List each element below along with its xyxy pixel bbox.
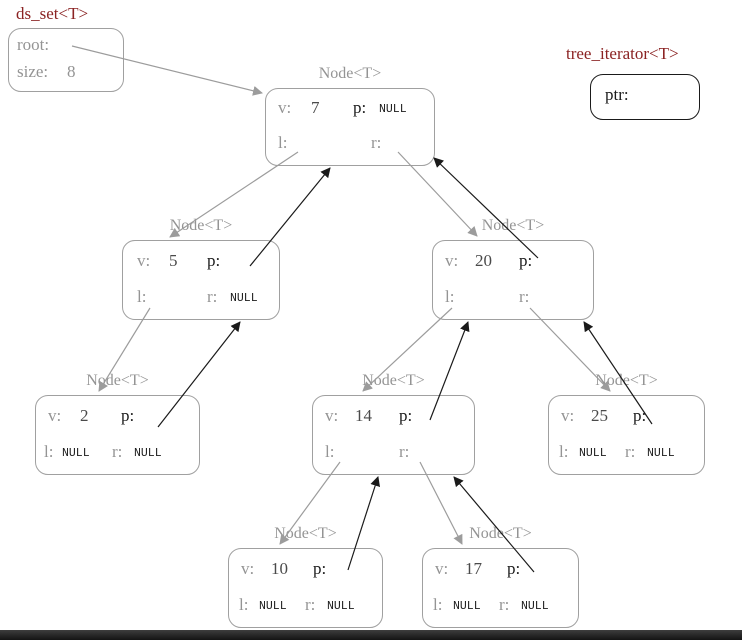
node-2-l-value: NULL [62, 447, 90, 460]
node-5-box: v: 5 p: l: r: NULL [122, 240, 280, 320]
node-17-box: v: 17 p: l: NULL r: NULL [422, 548, 579, 628]
tree-iterator-box: ptr: [590, 74, 700, 120]
node-7-l-label: l: [278, 133, 288, 152]
node-25-box: v: 25 p: l: NULL r: NULL [548, 395, 705, 475]
node-5-l-label: l: [137, 287, 147, 306]
node-20-type-label: Node<T> [481, 217, 545, 234]
node-2-p-label: p: [121, 406, 135, 425]
node-20-p-label: p: [519, 251, 533, 270]
node-14-v-value: 14 [355, 406, 372, 425]
node-5-r-label: r: [207, 287, 218, 306]
node-14-v-label: v: [325, 406, 339, 425]
node-7-box: v: 7 p: NULL l: r: [265, 88, 435, 166]
node-5-v-label: v: [137, 251, 151, 270]
node-25-v-label: v: [561, 406, 575, 425]
node-10-r-label: r: [305, 595, 316, 614]
node-2-box: v: 2 p: l: NULL r: NULL [35, 395, 200, 475]
node-25-r-value: NULL [647, 447, 675, 460]
node-17-l-value: NULL [453, 600, 481, 613]
tree-iterator-title: tree_iterator<T> [566, 44, 679, 63]
node-2: Node<T> v: 2 p: l: NULL r: NULL [35, 369, 200, 475]
node-14-p-label: p: [399, 406, 413, 425]
node-10-type-label: Node<T> [274, 525, 337, 542]
node-10-v-label: v: [241, 559, 255, 578]
node-14-type-label: Node<T> [362, 372, 425, 389]
node-10: Node<T> v: 10 p: l: NULL r: NULL [228, 522, 383, 628]
node-7-r-label: r: [371, 133, 382, 152]
node-2-r-label: r: [112, 442, 123, 461]
node-5-r-value: NULL [230, 292, 258, 305]
root-field-label: root: [17, 35, 50, 54]
size-field-value: 8 [67, 62, 76, 81]
node-20-box: v: 20 p: l: r: [432, 240, 594, 320]
node-7-v-label: v: [278, 98, 292, 117]
node-20-v-value: 20 [475, 251, 492, 270]
node-17-p-label: p: [507, 559, 521, 578]
node-7-type-label: Node<T> [318, 65, 382, 82]
node-7-p-label: p: [353, 98, 367, 117]
node-17-type-label: Node<T> [469, 525, 532, 542]
node-10-r-value: NULL [327, 600, 355, 613]
node-5-p-label: p: [207, 251, 221, 270]
node-20-r-label: r: [519, 287, 530, 306]
node-17-v-label: v: [435, 559, 449, 578]
ds-set-title: ds_set<T> [16, 4, 89, 23]
node-20-l-label: l: [445, 287, 455, 306]
node-14-r-label: r: [399, 442, 410, 461]
node-5-v-value: 5 [169, 251, 178, 270]
node-25-r-label: r: [625, 442, 636, 461]
node-17-r-label: r: [499, 595, 510, 614]
window-bottom-edge [0, 630, 742, 640]
node-17-l-label: l: [433, 595, 443, 614]
node-7: Node<T> v: 7 p: NULL l: r: [265, 62, 435, 166]
node-25: Node<T> v: 25 p: l: NULL r: NULL [548, 369, 705, 475]
node-14-box: v: 14 p: l: r: [312, 395, 475, 475]
node-17-v-value: 17 [465, 559, 482, 578]
node-10-l-label: l: [239, 595, 249, 614]
node-10-v-value: 10 [271, 559, 288, 578]
node-25-p-label: p: [633, 406, 647, 425]
node-14-l-label: l: [325, 442, 335, 461]
node-10-l-value: NULL [259, 600, 287, 613]
node-2-v-label: v: [48, 406, 62, 425]
node-2-type-label: Node<T> [86, 372, 149, 389]
node-20: Node<T> v: 20 p: l: r: [432, 214, 594, 320]
node-20-v-label: v: [445, 251, 459, 270]
node-25-v-value: 25 [591, 406, 608, 425]
node-2-v-value: 2 [80, 406, 89, 425]
node-25-l-label: l: [559, 442, 569, 461]
node-7-v-value: 7 [311, 98, 320, 117]
node-2-r-value: NULL [134, 447, 162, 460]
node-17-r-value: NULL [521, 600, 549, 613]
node-10-p-label: p: [313, 559, 327, 578]
node-25-type-label: Node<T> [595, 372, 658, 389]
size-field-label: size: [17, 62, 49, 81]
node-17: Node<T> v: 17 p: l: NULL r: NULL [422, 522, 579, 628]
ds-set-box: root: size: 8 [8, 28, 124, 92]
node-10-box: v: 10 p: l: NULL r: NULL [228, 548, 383, 628]
node-7-p-value: NULL [379, 103, 407, 116]
node-25-l-value: NULL [579, 447, 607, 460]
node-5: Node<T> v: 5 p: l: r: NULL [122, 214, 280, 320]
node-14: Node<T> v: 14 p: l: r: [312, 369, 475, 475]
node-2-l-label: l: [44, 442, 54, 461]
node-5-type-label: Node<T> [169, 217, 233, 234]
ptr-field-label: ptr: [605, 85, 629, 104]
